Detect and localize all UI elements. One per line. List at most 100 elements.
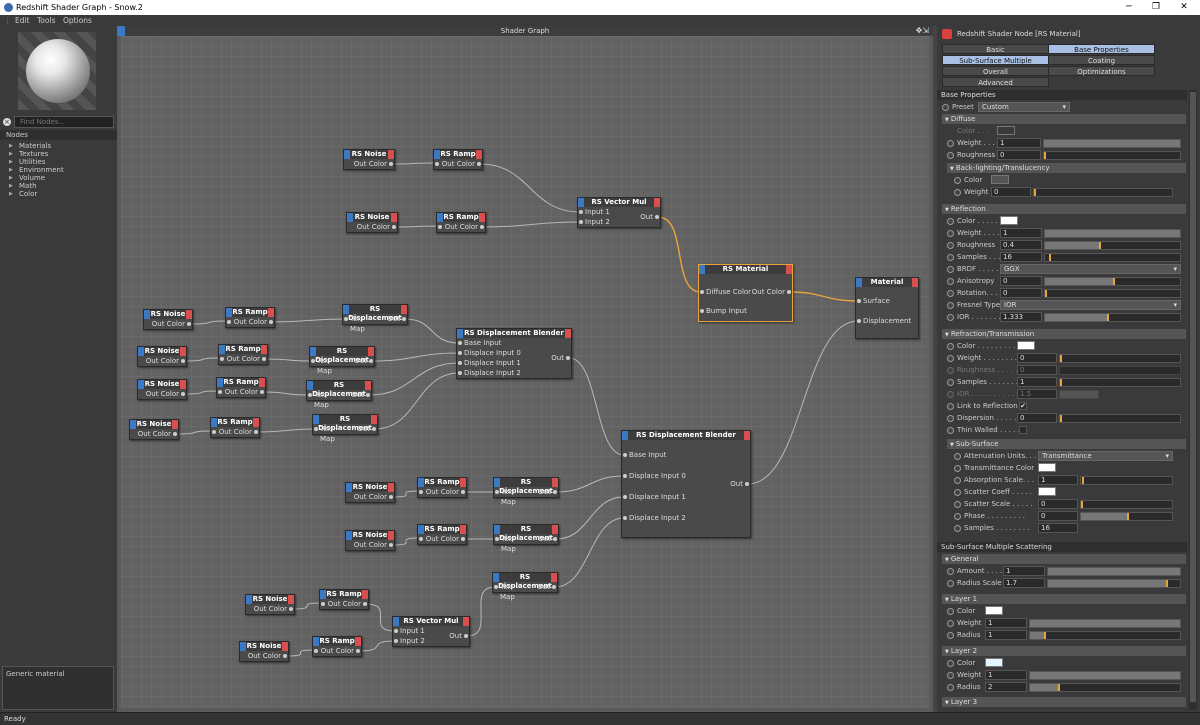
animate-radio[interactable] [954,177,961,184]
tree-item-utilities[interactable]: ▶Utilities [9,158,46,166]
ior-field[interactable]: 1.333 [1000,312,1042,322]
input-port-input-1[interactable]: Input 1 [578,207,660,217]
group-refraction[interactable]: ▼Refraction/Transmission [942,329,1186,339]
tree-item-math[interactable]: ▶Math [9,182,37,190]
input-port-tex-map[interactable]: Tex Map [307,390,339,409]
input-port-dot[interactable] [227,320,231,324]
tab-overall[interactable]: Overall [942,66,1049,76]
diffuse-roughness-field[interactable]: 0 [997,150,1041,160]
tab-sub-surface[interactable]: Sub-Surface Multiple Scattering [942,55,1049,75]
diffuse-roughness-slider[interactable] [1043,151,1181,160]
node-title[interactable]: RS Noise [346,531,394,540]
group-sub-surface[interactable]: ▼Sub-Surface [947,439,1186,449]
animate-radio[interactable] [954,465,961,472]
output-port-out-color[interactable]: Out Color [211,427,259,437]
phase-slider[interactable] [1080,512,1173,521]
tree-item-color[interactable]: ▶Color [9,190,38,198]
group-layer-1[interactable]: ▼Layer 1 [942,594,1186,604]
node-title[interactable]: RS Noise [144,310,192,319]
reflection-roughness-field[interactable]: 0.4 [1000,240,1042,250]
output-port-out-color[interactable]: Out Color [418,487,466,497]
animate-radio[interactable] [947,608,954,615]
input-port-tex-map[interactable]: Tex Map [310,356,342,375]
refraction-ior-slider[interactable] [1059,390,1099,399]
animate-radio[interactable] [947,314,954,321]
input-port-displace-input-0[interactable]: Displace Input 0 [622,471,750,481]
layer2-radius-field[interactable]: 2 [985,682,1027,692]
connection-wire[interactable] [271,318,346,323]
node-title[interactable]: RS Ramp [437,213,485,222]
attenuation-units-dropdown[interactable]: Transmittance [1038,451,1173,461]
input-port-dot[interactable] [314,649,318,653]
refraction-weight-field[interactable]: 0 [1017,353,1057,363]
input-port-dot[interactable] [419,537,423,541]
output-port-out-color[interactable]: Out Color [320,599,368,609]
output-port-out[interactable]: Out [494,487,558,497]
animate-radio[interactable] [947,278,954,285]
node-title[interactable]: RS Displacement [307,381,371,398]
menu-options[interactable]: Options [63,16,92,25]
scatter-coeff-swatch[interactable] [1038,487,1056,496]
input-port-tex-map[interactable]: Tex Map [494,487,526,506]
input-port-base-input[interactable]: Base Input [622,450,750,460]
amount-field[interactable]: 1 [1003,566,1045,576]
output-port-out-color[interactable]: Out Color [344,159,394,169]
connection-wire[interactable] [555,475,625,493]
maximize-button[interactable]: ❐ [1151,2,1161,12]
layer1-radius-slider[interactable] [1029,631,1181,640]
node-title[interactable]: RS Noise [347,213,397,222]
tree-item-volume[interactable]: ▶Volume [9,174,46,182]
reflection-color-swatch[interactable] [1000,216,1018,225]
expand-arrow-icon[interactable]: ▶ [9,191,13,197]
connection-wire[interactable] [555,496,625,540]
animate-radio[interactable] [942,104,949,111]
output-port-out-color[interactable]: Out Color [138,356,186,366]
animate-radio[interactable] [947,355,954,362]
output-port-out-color[interactable]: Out Color [347,222,397,232]
input-port-tex-map[interactable]: Tex Map [313,424,345,443]
input-port-input-2[interactable]: Input 2 [578,217,660,227]
output-port-out-color[interactable]: Out Color [240,651,288,661]
input-port-tex-map[interactable]: Tex Map [343,314,375,333]
animate-radio[interactable] [947,620,954,627]
animate-radio[interactable] [947,266,954,273]
connection-wire[interactable] [365,603,396,632]
amount-slider[interactable] [1047,567,1181,576]
node-title[interactable]: RS Ramp [418,525,466,534]
node-title[interactable]: RS Displacement [343,305,407,322]
node-title[interactable]: RS Displacement [494,525,558,542]
output-port-out[interactable]: Out [514,353,571,363]
node-title[interactable]: RS Noise [138,380,186,389]
node-title[interactable]: RS Displacement [310,347,374,364]
output-port-out-color[interactable]: Out Color [346,492,394,502]
close-button[interactable]: ✕ [1180,2,1188,12]
scatter-scale-slider[interactable] [1080,500,1173,509]
animate-radio[interactable] [947,568,954,575]
node-title[interactable]: RS Noise [130,420,178,429]
output-port-out[interactable]: Out [494,534,558,544]
connection-wire[interactable] [262,391,310,396]
menu-tools[interactable]: Tools [37,16,56,25]
reflection-weight-slider[interactable] [1044,229,1181,238]
preset-dropdown[interactable]: Custom [978,102,1070,112]
expand-arrow-icon[interactable]: ▶ [9,183,13,189]
output-port-out-color[interactable]: Out Color [699,287,792,297]
fresnel-type-dropdown[interactable]: IOR [1000,300,1181,310]
rotation-field[interactable]: 0 [1000,288,1042,298]
output-port-out[interactable]: Out [343,314,407,324]
